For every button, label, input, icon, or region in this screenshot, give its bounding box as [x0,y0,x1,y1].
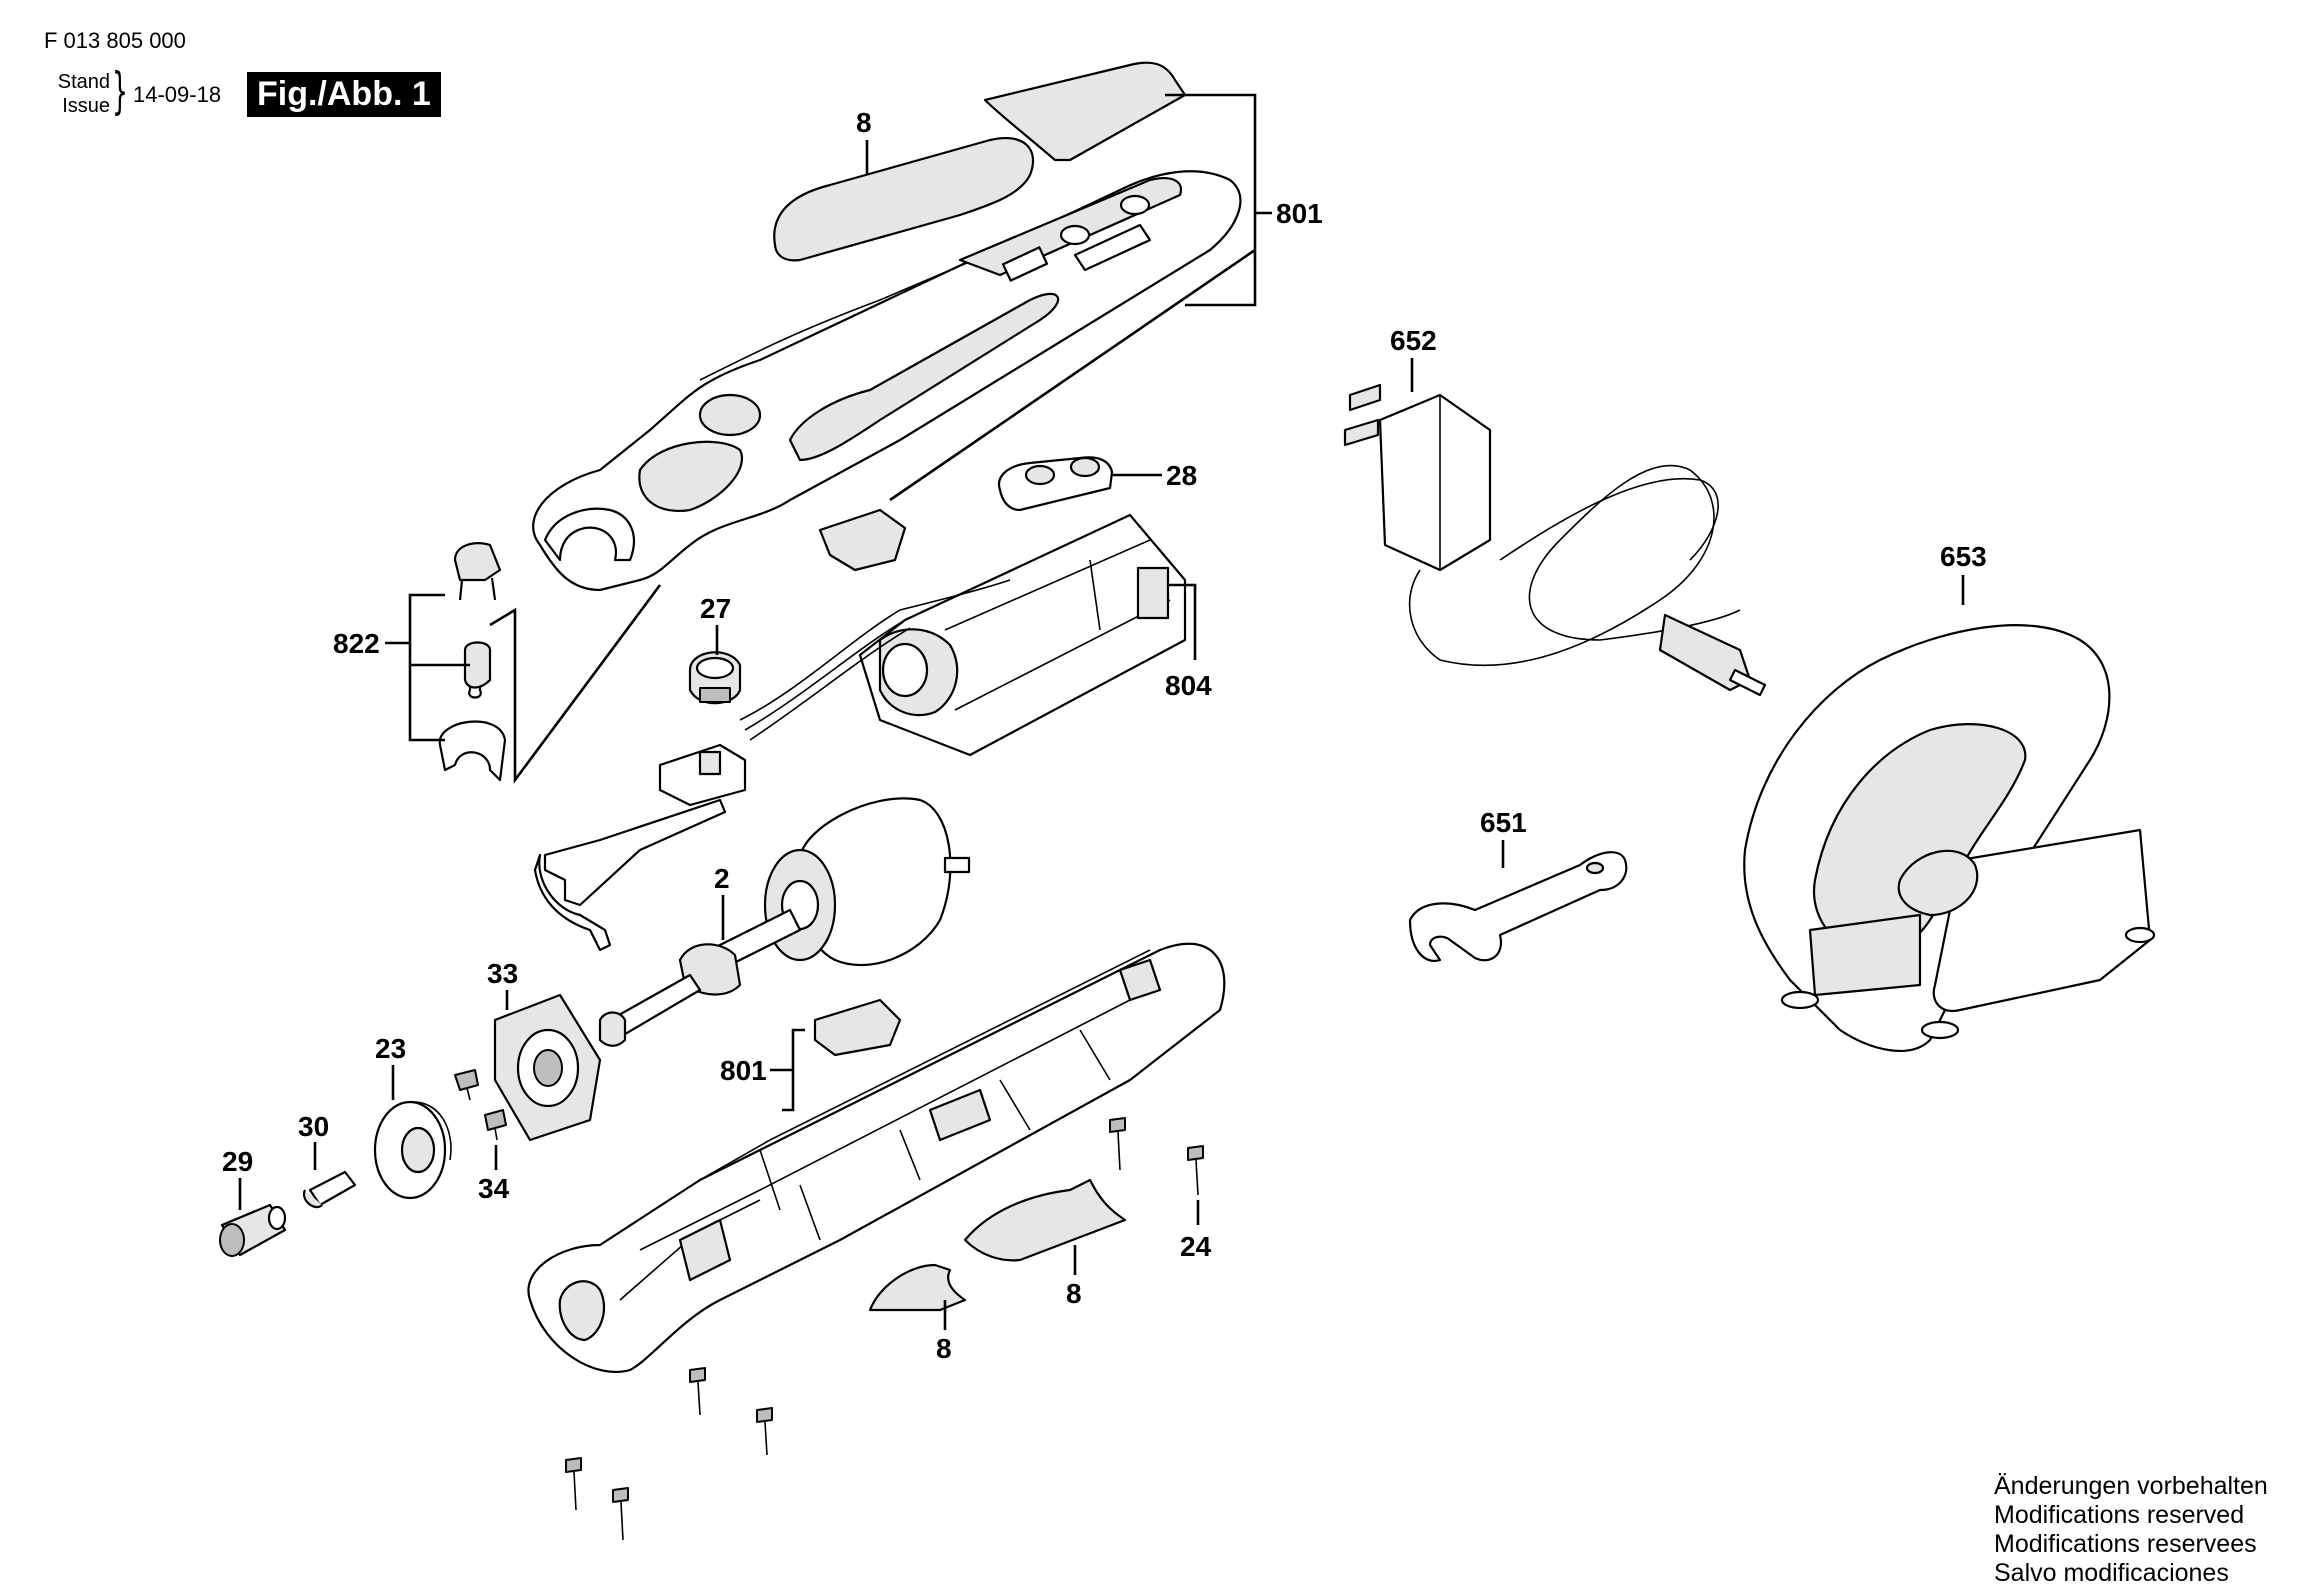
label-30: 30 [298,1111,329,1142]
label-29: 29 [222,1146,253,1177]
label-804: 804 [1165,670,1212,701]
label-24: 24 [1180,1231,1212,1262]
label-653: 653 [1940,541,1987,572]
note-line-fr: Modifications reservees [1994,1530,2257,1558]
label-23: 23 [375,1033,406,1064]
collar-23 [373,1100,452,1200]
note-line-es: Salvo modificaciones [1994,1559,2229,1587]
collet-set-822 [438,542,507,782]
screws-34 [454,1069,507,1141]
motor-2 [598,797,971,1047]
issue-date: 14-09-18 [133,82,222,107]
leader-822-diag [489,584,662,784]
brace-glyph: } [112,62,128,120]
figure-label: Fig./Abb. 1 [247,72,441,117]
label-801-top: 801 [1276,198,1323,229]
label-652: 652 [1390,325,1437,356]
upper-housing-801 [532,170,1242,592]
charger-652 [1343,383,1767,697]
label-34: 34 [478,1173,510,1204]
label-28: 28 [1166,460,1197,491]
screws-24 [565,1117,1204,1541]
stand-issue-labels: Stand Issue [44,70,110,118]
label-651: 651 [1480,807,1527,838]
bearing-holder-33 [493,993,602,1142]
spanner-651 [1408,851,1628,963]
stand-label: Stand [57,71,110,93]
lower-housing-801 [527,942,1226,1373]
label-8-bottom: 8 [936,1333,952,1364]
charging-stand-653 [1743,624,2156,1052]
label-822: 822 [333,628,380,659]
modifications-note: Änderungen vorbehalten Modifications res… [1994,1472,2268,1588]
battery-pack-804 [739,513,1187,757]
leader-804 [1168,583,1197,660]
document-number: F 013 805 000 [44,28,186,53]
label-8-mid: 8 [1066,1278,1082,1309]
label-plate-top-right [983,61,1187,162]
note-line-en: Modifications reserved [1994,1501,2245,1529]
rubber-pad [818,508,907,572]
note-line-de: Änderungen vorbehalten [1994,1472,2268,1500]
collet-nut-29 [219,1203,287,1257]
collet-30 [302,1170,357,1209]
lower-pad [813,998,902,1057]
label-plate-8-mid [963,1178,1127,1262]
switch-27 [688,651,742,705]
switch-board [533,743,747,952]
leader-801-diag [889,248,1256,502]
label-801-bottom: 801 [720,1055,767,1086]
switch-knob-28 [997,456,1114,512]
label-8-top: 8 [856,107,872,138]
bracket-822 [408,593,445,742]
label-plate-8-top [773,137,1035,262]
label-plate-8-bottom [868,1263,967,1312]
label-33: 33 [487,958,518,989]
label-2: 2 [714,863,730,894]
label-27: 27 [700,593,731,624]
issue-label: Issue [62,95,110,117]
bracket-801-top [1165,93,1257,307]
